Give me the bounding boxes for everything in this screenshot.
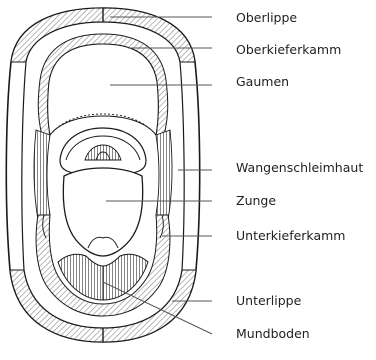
label-oberlippe: Oberlippe: [236, 10, 297, 25]
label-mundboden: Mundboden: [236, 326, 310, 341]
label-unterkieferkamm: Unterkieferkamm: [236, 228, 345, 243]
label-unterlippe: Unterlippe: [236, 293, 302, 308]
label-oberkieferkamm: Oberkieferkamm: [236, 42, 341, 57]
label-gaumen: Gaumen: [236, 74, 289, 89]
label-wangenschleimhaut: Wangenschleimhaut: [236, 160, 363, 175]
label-zunge: Zunge: [236, 193, 276, 208]
